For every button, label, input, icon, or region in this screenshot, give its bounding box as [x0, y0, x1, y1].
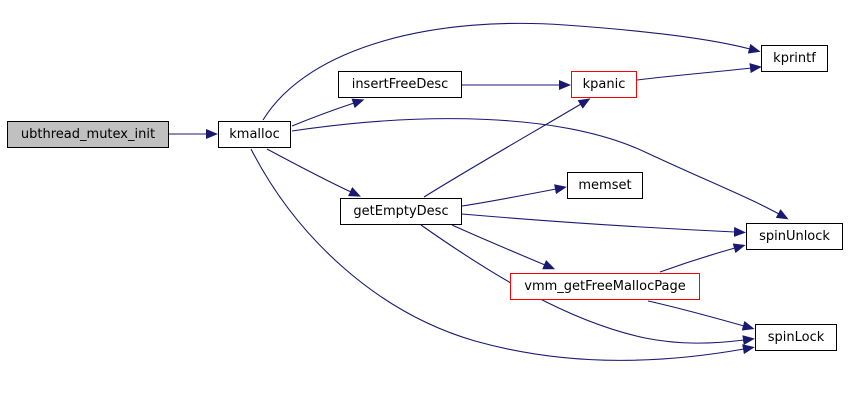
- edge-getEmptyDesc-to-kpanic: [423, 98, 591, 198]
- edge-kmalloc-to-getEmptyDesc: [266, 148, 361, 197]
- node-memset[interactable]: memset: [567, 172, 643, 199]
- edge-vmm_getFreeMallocPage-to-spinLock: [647, 300, 755, 331]
- edge-kmalloc-to-spinUnlock: [291, 118, 789, 220]
- node-spinLock[interactable]: spinLock: [755, 324, 837, 351]
- edge-vmm_getFreeMallocPage-to-spinUnlock: [659, 243, 746, 273]
- edge-kmalloc-to-insertFreeDesc: [291, 98, 365, 127]
- node-kmalloc[interactable]: kmalloc: [218, 121, 291, 148]
- edge-kpanic-to-kprintf: [636, 63, 762, 81]
- edge-kmalloc-to-spinLock: [250, 148, 755, 361]
- edge-getEmptyDesc-to-memset: [461, 184, 567, 207]
- edge-getEmptyDesc-to-vmm_getFreeMallocPage: [451, 224, 556, 270]
- node-insertFreeDesc[interactable]: insertFreeDesc: [338, 71, 462, 98]
- node-kpanic[interactable]: kpanic: [571, 71, 637, 98]
- node-getEmptyDesc[interactable]: getEmptyDesc: [340, 198, 462, 225]
- node-vmm_getFreeMallocPage[interactable]: vmm_getFreeMallocPage: [510, 273, 700, 300]
- node-spinUnlock[interactable]: spinUnlock: [746, 223, 843, 250]
- edge-getEmptyDesc-to-spinLock: [420, 224, 755, 346]
- node-ubthread_mutex_init[interactable]: ubthread_mutex_init: [7, 121, 169, 148]
- edge-kmalloc-to-kprintf: [262, 22, 761, 121]
- edge-getEmptyDesc-to-spinUnlock: [461, 213, 746, 237]
- node-kprintf[interactable]: kprintf: [761, 45, 828, 72]
